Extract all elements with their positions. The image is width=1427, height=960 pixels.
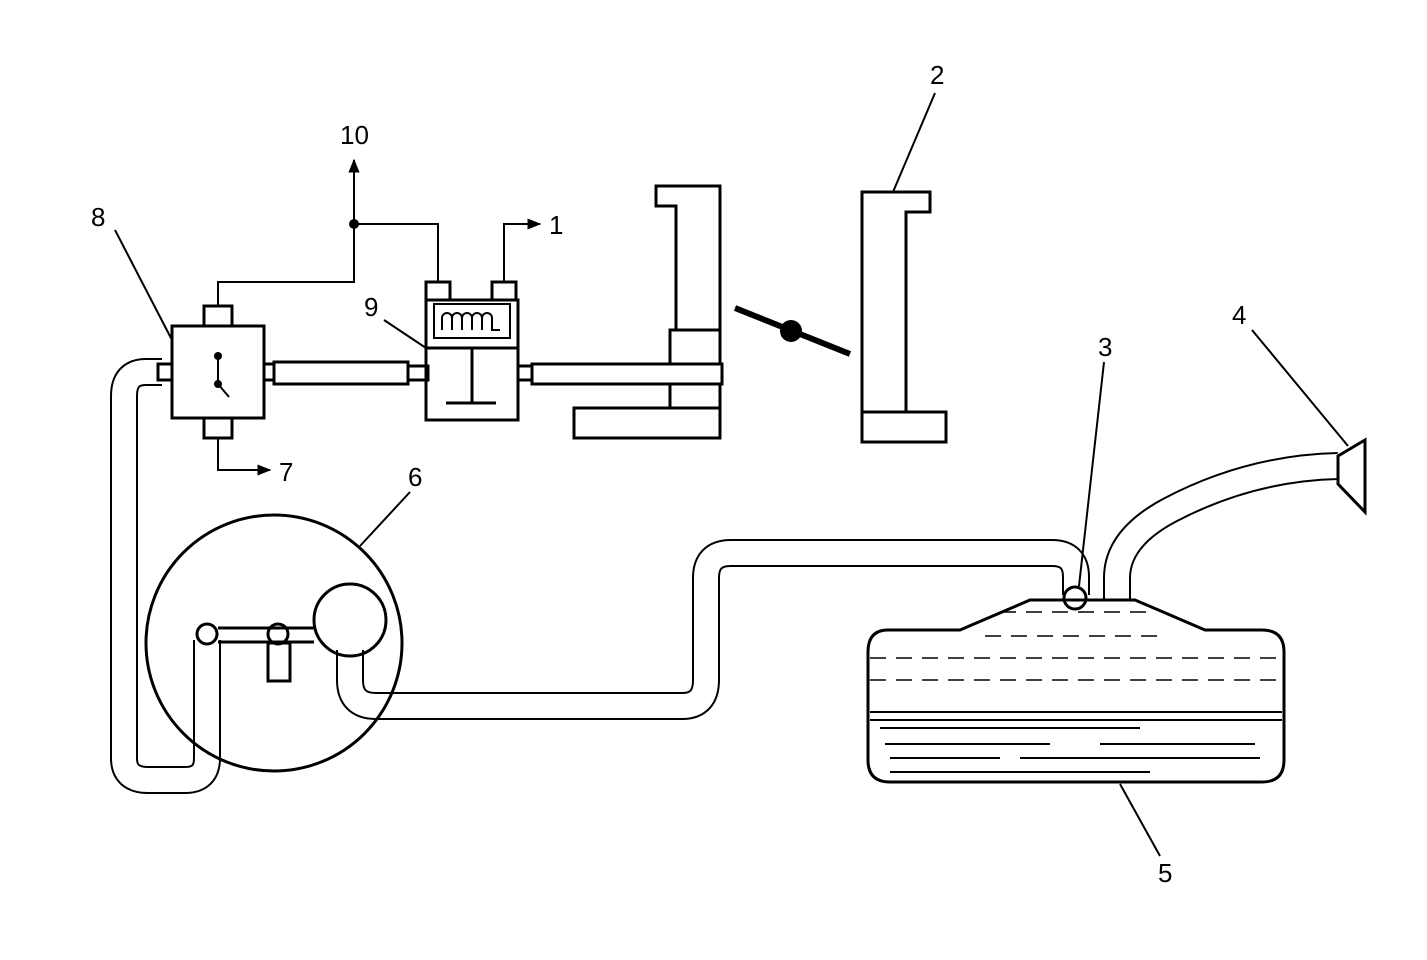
wire-junction <box>349 219 359 229</box>
vacuum-tank <box>866 598 1286 784</box>
brake-pedal <box>860 190 948 444</box>
vacuum-hose-left <box>110 358 221 794</box>
servo-unit <box>144 513 404 773</box>
solenoid-valve <box>424 280 534 422</box>
leader-lines <box>114 92 1349 857</box>
label-1: 1 <box>549 210 563 240</box>
check-valve <box>1062 585 1088 611</box>
pedal-lever <box>733 305 852 357</box>
vacuum-source-fitting <box>1336 437 1367 516</box>
label-6: 6 <box>408 462 422 492</box>
vacuum-hose-to-source <box>1103 452 1339 602</box>
label-2: 2 <box>930 60 944 90</box>
label-7: 7 <box>279 457 293 487</box>
release-valve <box>156 304 276 440</box>
label-8: 8 <box>91 202 105 232</box>
label-10: 10 <box>340 120 369 150</box>
connecting-tube <box>272 360 410 386</box>
wiring <box>217 158 542 476</box>
label-3: 3 <box>1098 332 1112 362</box>
label-4: 4 <box>1232 300 1246 330</box>
label-9: 9 <box>364 292 378 322</box>
label-5: 5 <box>1158 858 1172 888</box>
vacuum-hose-to-tank <box>336 539 1090 720</box>
brake-bracket <box>572 184 722 440</box>
